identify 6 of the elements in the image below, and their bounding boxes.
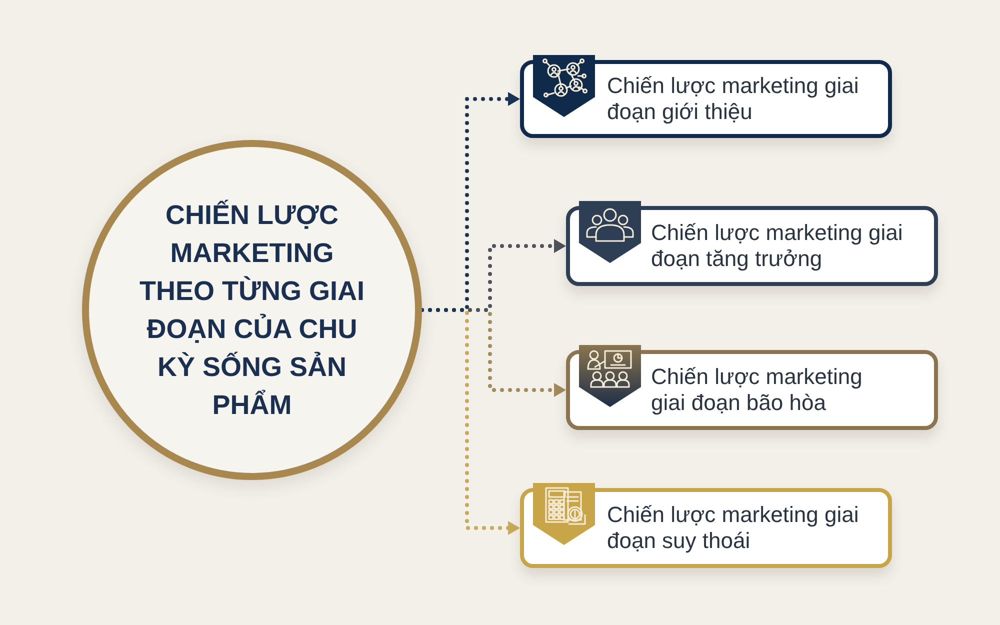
arrow [420, 92, 522, 312]
card-text: Chiến lược marketing giai đoạn giới thiệu [607, 73, 860, 125]
card-text: Chiến lược marketing giai đoạn tăng trưởng [651, 220, 904, 272]
card-text: Chiến lược marketing giai đoạn suy thoái [607, 502, 860, 554]
card-text: Chiến lược marketing giai đoạn bão hòa [651, 364, 864, 416]
heading-text: CHIẾN LƯỢC MARKETING THEO TỪNG GIAI ĐOẠN CỦA CHU KỲ SỐNG SẢN PHẨM [138, 198, 366, 422]
